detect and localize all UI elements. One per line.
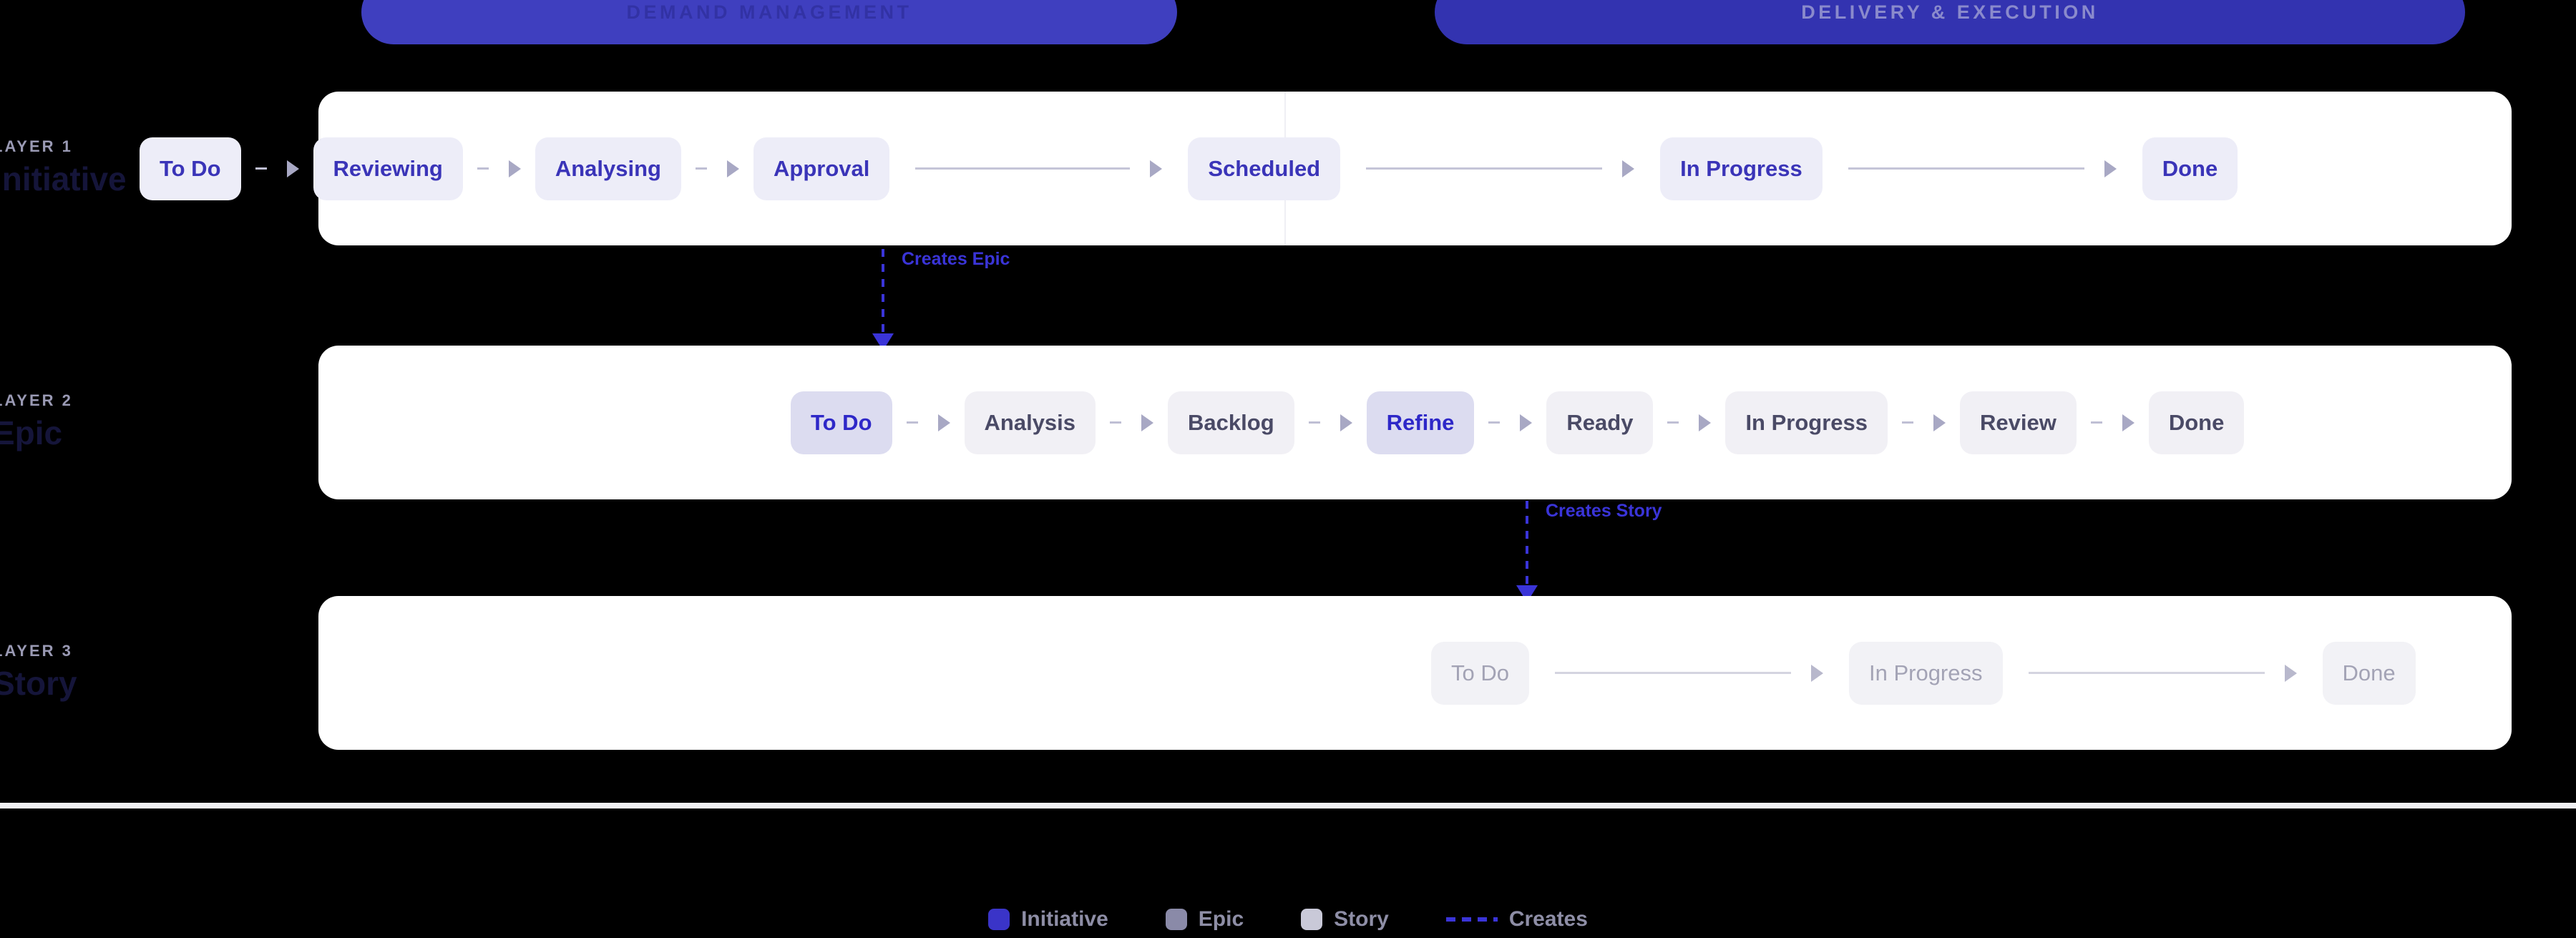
status-node-to-do[interactable]: To Do xyxy=(1431,641,1529,705)
status-node-approval[interactable]: Approval xyxy=(753,137,890,200)
legend-label: Initiative xyxy=(1021,907,1108,931)
legend-swatch-icon xyxy=(1301,909,1323,930)
status-node-scheduled[interactable]: Scheduled xyxy=(1188,137,1341,200)
legend-item-epic: Epic xyxy=(1165,907,1244,932)
status-node-review[interactable]: Review xyxy=(1960,391,2077,454)
status-node-analysing[interactable]: Analysing xyxy=(535,137,681,200)
status-node-in-progress[interactable]: In Progress xyxy=(1660,137,1823,200)
layer-kicker: LAYER 2 xyxy=(0,391,73,409)
status-node-analysis[interactable]: Analysis xyxy=(964,391,1096,454)
dashed-arrow-icon xyxy=(872,249,894,351)
creates-epic-label: Creates Epic xyxy=(902,249,1010,269)
status-node-done[interactable]: Done xyxy=(2142,137,2238,200)
legend-label: Creates xyxy=(1508,907,1588,931)
connector-arrow xyxy=(1294,414,1367,431)
status-node-reviewing[interactable]: Reviewing xyxy=(313,137,463,200)
dashed-arrow-icon xyxy=(1516,501,1538,602)
connector-arrow-long xyxy=(1529,664,1849,682)
legend-label: Epic xyxy=(1198,907,1244,931)
layer-name: Epic xyxy=(0,414,63,452)
layer-kicker: LAYER 1 xyxy=(0,137,73,155)
connector-arrow-long xyxy=(1340,160,1660,177)
creates-story-label: Creates Story xyxy=(1546,501,1662,521)
connector-arrow xyxy=(1474,414,1546,431)
legend-swatch-icon xyxy=(1165,909,1187,930)
layer-name: Initiative xyxy=(0,160,127,198)
status-node-to-do[interactable]: To Do xyxy=(791,391,892,454)
layer-name: Story xyxy=(0,665,77,703)
connector-arrow-long xyxy=(889,160,1188,177)
connector-arrow xyxy=(1096,414,1168,431)
section-header-delivery-execution: DELIVERY & EXECUTION xyxy=(1435,0,2465,44)
status-node-done[interactable]: Done xyxy=(2322,641,2416,705)
connector-arrow-long xyxy=(1823,160,2142,177)
creates-story-connector: Creates Story xyxy=(1516,501,1662,602)
status-node-refine[interactable]: Refine xyxy=(1366,391,1475,454)
status-node-ready[interactable]: Ready xyxy=(1546,391,1654,454)
connector-arrow-long xyxy=(2003,664,2323,682)
connector-arrow xyxy=(892,414,965,431)
legend-dashed-line-icon xyxy=(1445,917,1498,922)
connector-arrow xyxy=(463,160,535,177)
layer-label-initiative: LAYER 1 Initiative xyxy=(0,137,293,200)
creates-epic-connector: Creates Epic xyxy=(872,249,1010,351)
status-node-backlog[interactable]: Backlog xyxy=(1168,391,1294,454)
connector-arrow xyxy=(1888,414,1960,431)
footer-divider xyxy=(0,803,2576,808)
swimlane-initiative: To Do Reviewing Analysing Approval Sched… xyxy=(140,92,2512,245)
connector-arrow xyxy=(241,160,313,177)
status-node-to-do[interactable]: To Do xyxy=(140,137,241,200)
status-node-done[interactable]: Done xyxy=(2148,391,2245,454)
swimlane-story: To Do In Progress Done xyxy=(318,596,2512,750)
legend-swatch-icon xyxy=(988,909,1010,930)
layer-label-story: LAYER 3 Story xyxy=(0,642,293,705)
legend: Initiative Epic Story Creates xyxy=(0,907,2576,932)
swimlane-epic: To Do Analysis Backlog Refine Ready In P… xyxy=(318,346,2512,499)
connector-arrow xyxy=(2077,414,2149,431)
status-node-in-progress[interactable]: In Progress xyxy=(1848,641,2003,705)
legend-item-creates: Creates xyxy=(1445,907,1588,932)
section-header-demand-management: DEMAND MANAGEMENT xyxy=(361,0,1177,44)
legend-label: Story xyxy=(1334,907,1389,931)
legend-item-initiative: Initiative xyxy=(988,907,1108,932)
connector-arrow xyxy=(1653,414,1725,431)
layer-kicker: LAYER 3 xyxy=(0,642,73,660)
status-node-in-progress[interactable]: In Progress xyxy=(1725,391,1888,454)
layer-label-epic: LAYER 2 Epic xyxy=(0,391,293,454)
connector-arrow xyxy=(681,160,753,177)
legend-item-story: Story xyxy=(1301,907,1389,932)
